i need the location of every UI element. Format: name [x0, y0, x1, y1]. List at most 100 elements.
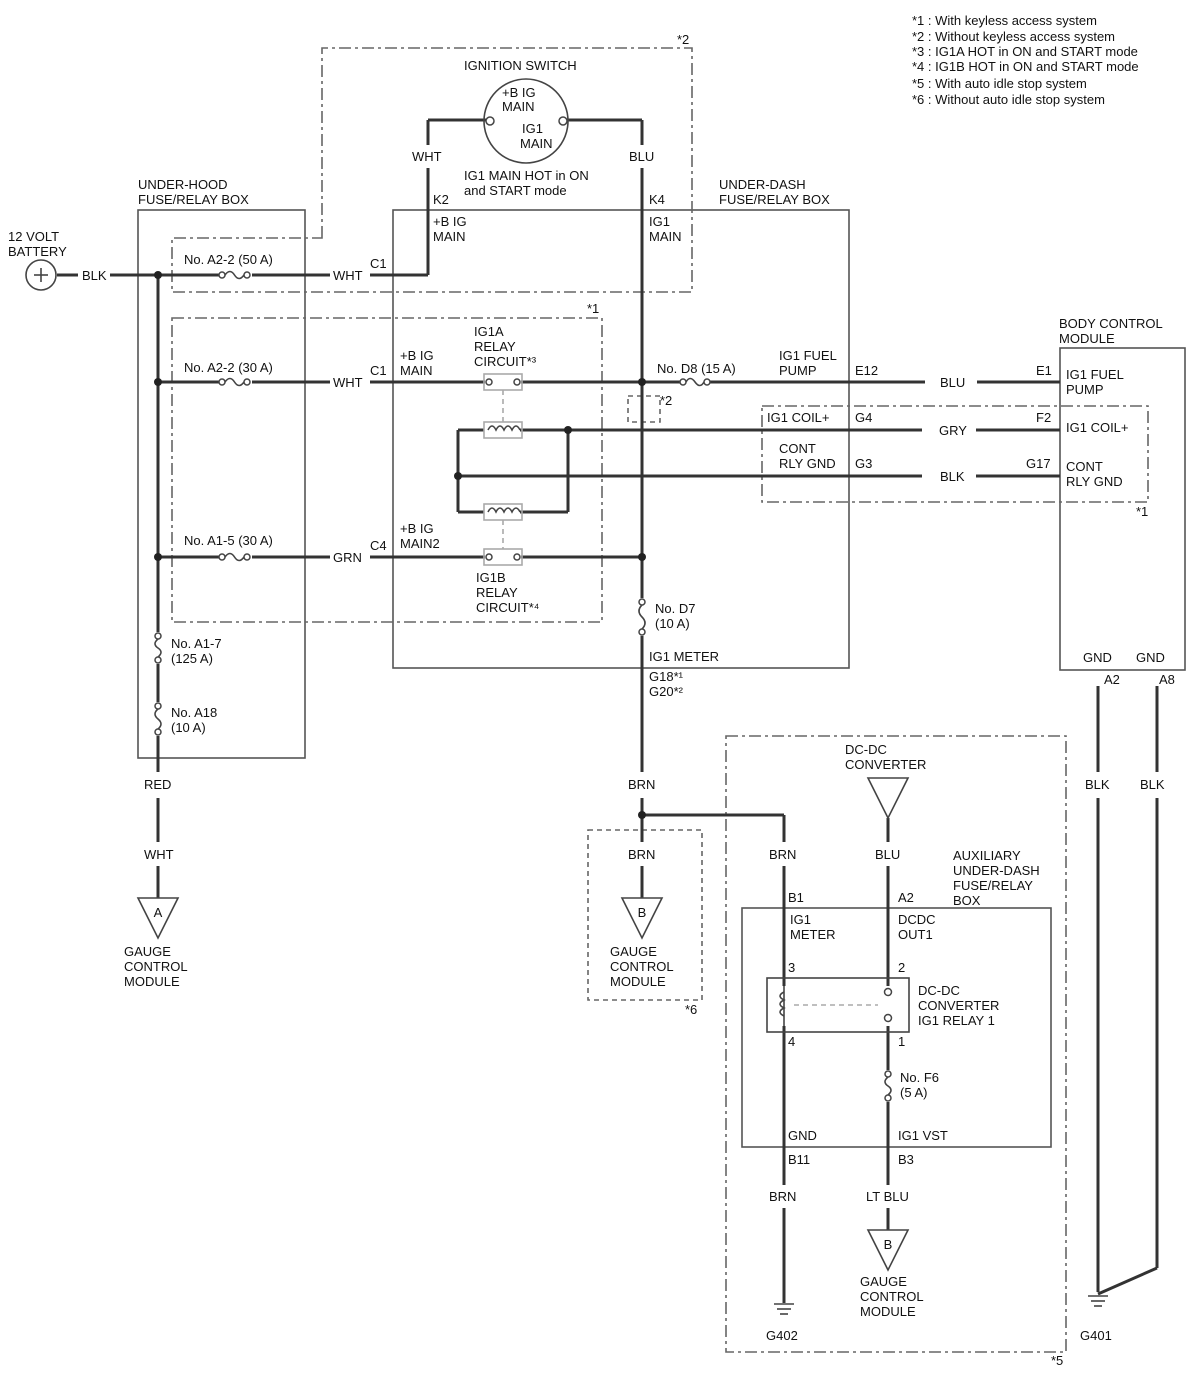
wire-color-label: BLK	[82, 268, 107, 283]
fuse-a1-7-label: No. A1-7	[171, 636, 222, 651]
terminal-label: IG1 COIL+	[1066, 420, 1129, 435]
terminal-label: +B IG	[400, 521, 434, 536]
ground-label-g401: G401	[1080, 1328, 1112, 1343]
terminal-label: IG1 VST	[898, 1128, 948, 1143]
option-tag: *2	[677, 32, 689, 47]
bcm-title: BODY CONTROL	[1059, 316, 1163, 331]
body-control-module-box	[1059, 347, 1186, 671]
connector-label: E12	[855, 363, 878, 378]
connector-label: C4	[370, 538, 387, 553]
wire-color-label: BLK	[1140, 777, 1165, 792]
terminal-label: GND	[788, 1128, 817, 1143]
terminal-label: GND	[1136, 650, 1165, 665]
fuse-a2-2-30-label: No. A2-2 (30 A)	[184, 360, 273, 375]
ignition-switch-title: IGNITION SWITCH	[464, 58, 577, 73]
auxiliary-fuse-box	[741, 907, 1052, 1148]
legend-item-5: *5 : With auto idle stop system	[912, 76, 1087, 91]
terminal-label: IG1 METER	[649, 649, 719, 664]
dcdc-converter-title: DC-DC	[845, 742, 887, 757]
aux-box-title: BOX	[953, 893, 981, 908]
connector-label: 3	[788, 960, 795, 975]
ig1b-relay-symbol	[483, 503, 523, 566]
option-6-enclosure	[587, 829, 703, 1001]
option-1-enclosure	[171, 317, 603, 623]
ignition-note: IG1 MAIN HOT in ON	[464, 168, 589, 183]
option-5-enclosure	[725, 735, 1067, 1353]
fuse-symbols	[154, 270, 892, 1102]
under-hood-title: UNDER-HOOD	[138, 177, 228, 192]
connector-label: F2	[1036, 410, 1051, 425]
under-hood-fuse-box	[137, 209, 306, 759]
gauge-module-b2-label: CONTROL	[860, 1289, 924, 1304]
fuse-a18-label: (10 A)	[171, 720, 206, 735]
terminal-label: METER	[790, 927, 836, 942]
connector-labels: K2 K4 C1 C1 C4 E12 E1 G4 F2 G3 G17 G18*¹…	[370, 192, 1175, 1167]
fuse-icon	[884, 1070, 892, 1102]
under-dash-title: UNDER-DASH	[719, 177, 806, 192]
wire-color-label: WHT	[412, 149, 442, 164]
fuse-a1-5-label: No. A1-5 (30 A)	[184, 533, 273, 548]
terminal-label: IG1 FUEL	[1066, 367, 1124, 382]
arrow-b2-label: B	[884, 1237, 893, 1252]
option-tag: *1	[587, 301, 599, 316]
terminal-label: RLY GND	[779, 456, 836, 471]
dcdc-relay-label: IG1 RELAY 1	[918, 1013, 995, 1028]
terminal-label: PUMP	[779, 363, 817, 378]
legend-item-3: *3 : IG1A HOT in ON and START mode	[912, 44, 1138, 59]
fuse-icon	[218, 270, 251, 280]
wire-color-label: RED	[144, 777, 171, 792]
ig1a-relay-label: IG1A	[474, 324, 504, 339]
option-2-jumper	[627, 395, 661, 423]
terminal-label: MAIN2	[400, 536, 440, 551]
option-tag: *5	[1051, 1353, 1063, 1368]
gauge-module-b-label: CONTROL	[610, 959, 674, 974]
battery-icon	[25, 259, 57, 291]
fuse-icon	[154, 702, 162, 736]
connector-label: 4	[788, 1034, 795, 1049]
under-dash-title: FUSE/RELAY BOX	[719, 192, 830, 207]
connector-label: C1	[370, 256, 387, 271]
battery-label: BATTERY	[8, 244, 67, 259]
fuse-d8-label: No. D8 (15 A)	[657, 361, 736, 376]
wire-color-label: WHT	[333, 268, 363, 283]
fuse-icon	[218, 377, 251, 387]
component-labels: 12 VOLT BATTERY IGNITION SWITCH +B IG MA…	[8, 58, 1163, 1319]
fuse-icon	[679, 377, 711, 387]
terminal-label: MAIN	[433, 229, 466, 244]
terminal-labels: +B IG MAIN IG1 MAIN +B IG MAIN +B IG MAI…	[400, 214, 1165, 1143]
wire-color-label: BRN	[769, 847, 796, 862]
connector-label: E1	[1036, 363, 1052, 378]
fuse-icon	[218, 552, 251, 562]
connector-arrow-a-icon	[136, 897, 180, 940]
fuse-f6-label: No. F6	[900, 1070, 939, 1085]
gauge-module-b2-label: MODULE	[860, 1304, 916, 1319]
fuse-a18-label: No. A18	[171, 705, 217, 720]
gauge-module-a-label: CONTROL	[124, 959, 188, 974]
dcdc-relay-symbol	[766, 977, 910, 1033]
ig1b-relay-label: CIRCUIT*⁴	[476, 600, 539, 615]
dcdc-converter-icon	[866, 777, 910, 820]
terminal-label: GND	[1083, 650, 1112, 665]
ground-icon	[774, 1303, 794, 1315]
ig1a-relay-label: RELAY	[474, 339, 516, 354]
connector-label: B3	[898, 1152, 914, 1167]
fuse-icon	[638, 598, 646, 636]
ignition-ig1-label: MAIN	[520, 136, 553, 151]
legend-item-2: *2 : Without keyless access system	[912, 29, 1115, 44]
ground-labels: G402 G401	[766, 1328, 1112, 1343]
ground-label-g402: G402	[766, 1328, 798, 1343]
terminal-label: +B IG	[433, 214, 467, 229]
wire-color-label: BLU	[629, 149, 654, 164]
gauge-module-a-label: GAUGE	[124, 944, 171, 959]
relay-labels: IG1A RELAY CIRCUIT*³ IG1B RELAY CIRCUIT*…	[474, 324, 999, 1028]
gauge-module-a-label: MODULE	[124, 974, 180, 989]
terminal-label: MAIN	[400, 363, 433, 378]
connector-label: G20*²	[649, 684, 684, 699]
legend-item-4: *4 : IG1B HOT in ON and START mode	[912, 59, 1139, 74]
gauge-module-b-label: MODULE	[610, 974, 666, 989]
terminal-label: CONT	[779, 441, 816, 456]
terminal-label: IG1 COIL+	[767, 410, 830, 425]
wire-color-label: GRY	[939, 423, 967, 438]
connector-label: G3	[855, 456, 872, 471]
dcdc-relay-label: DC-DC	[918, 983, 960, 998]
